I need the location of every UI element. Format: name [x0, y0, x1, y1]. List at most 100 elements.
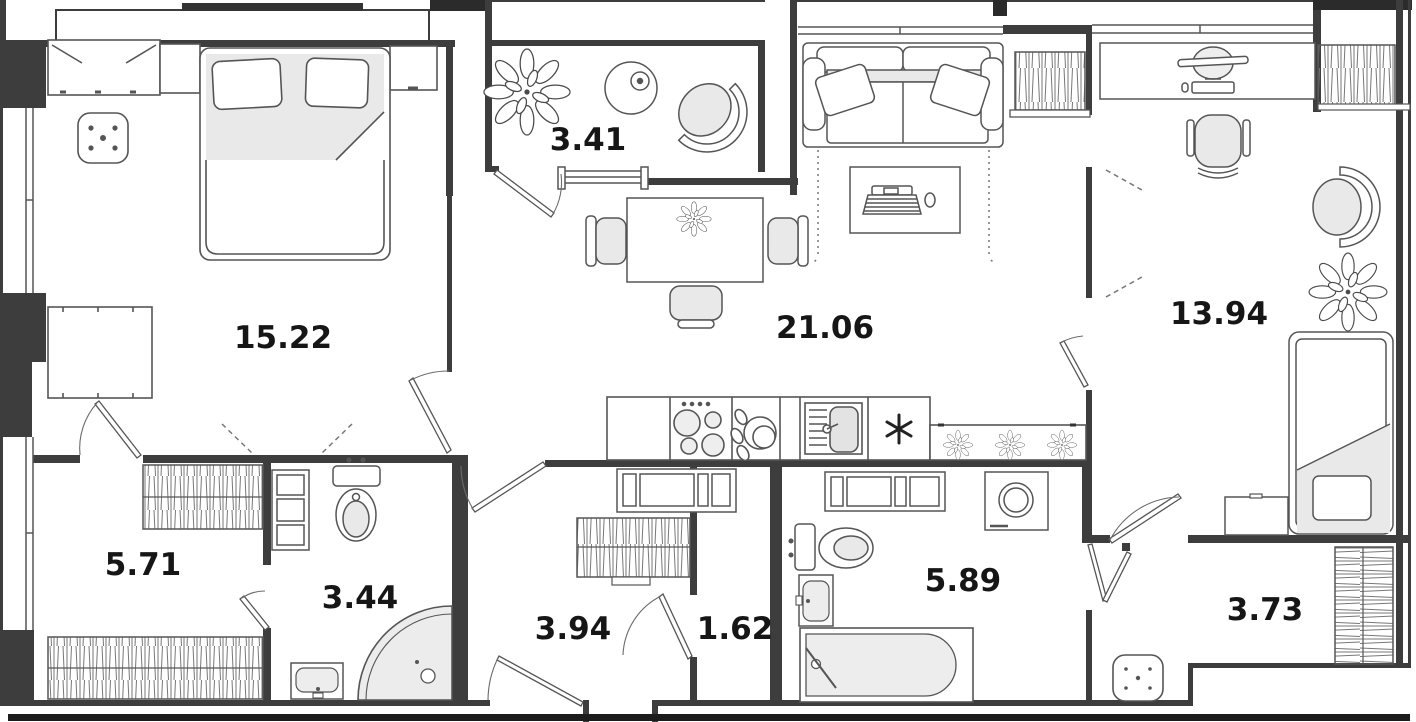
dining-set [585, 197, 809, 329]
wall [485, 166, 499, 172]
wall [1092, 535, 1110, 543]
flower-icon [995, 430, 1025, 460]
wall [790, 0, 1410, 2]
room-label-dressing: 5.71 [105, 547, 182, 583]
ledge-line [55, 9, 57, 40]
wall [0, 630, 34, 706]
wall [1396, 0, 1403, 668]
wall [13, 40, 455, 47]
room-bathroom-small [271, 457, 453, 701]
mouse-icon [924, 192, 936, 208]
laptop-icon [862, 185, 922, 215]
pillow [211, 57, 283, 111]
ledge-line [428, 9, 430, 40]
wall [263, 628, 271, 706]
wall [3, 700, 490, 706]
shelf-unit [271, 469, 310, 551]
bath-cabinet [824, 471, 946, 512]
room-labels: 15.22 3.41 21.06 13.94 5.71 3.44 3.94 1.… [105, 122, 1304, 647]
door-entrance [496, 655, 584, 707]
wall [1313, 0, 1412, 10]
toilet-icon [788, 523, 874, 571]
wall [430, 0, 488, 11]
sofa-bed-extension [811, 150, 996, 265]
wall [1188, 663, 1193, 706]
armchair [1312, 166, 1381, 248]
door-jamb [1122, 543, 1130, 551]
wall [780, 460, 1086, 467]
nightstand [1224, 493, 1289, 536]
wall [1188, 663, 1410, 668]
armchair [658, 63, 765, 170]
wall [485, 40, 765, 46]
nightstand [159, 43, 201, 94]
room-right [1099, 42, 1411, 536]
wardrobe-rack [576, 517, 691, 586]
wall [143, 455, 455, 463]
room-label-hallway: 3.94 [535, 611, 612, 647]
wall [993, 0, 1007, 16]
wall [1188, 535, 1410, 543]
room-hallway [576, 468, 737, 586]
wall [1086, 390, 1092, 543]
dining-chair [767, 215, 809, 267]
dish-rack-icon [730, 408, 777, 462]
wall [643, 178, 798, 185]
wardrobe-rack [1334, 546, 1394, 665]
wall [446, 40, 453, 196]
kitchen-ledge [929, 423, 1087, 461]
wall [447, 196, 452, 372]
room-bedroom [47, 39, 438, 399]
single-bed [1288, 331, 1394, 535]
door-bedroom-dressing [94, 400, 142, 459]
plant-icon [676, 201, 712, 237]
wardrobe-living [1009, 51, 1091, 118]
wall [485, 0, 492, 172]
wall [0, 293, 46, 362]
window-living-top [798, 26, 1003, 35]
room-label-bedroom: 15.22 [234, 320, 332, 356]
doors [79, 169, 1182, 707]
wall [583, 700, 589, 722]
wall [652, 700, 658, 722]
sink-icon [804, 402, 863, 455]
pouf [1112, 654, 1164, 702]
pillow [1312, 475, 1372, 521]
toilet-icon [332, 457, 381, 542]
wardrobe-room-right [1317, 44, 1411, 111]
wall [0, 40, 46, 108]
wall [770, 467, 782, 706]
wall [1086, 610, 1092, 706]
stove-icon [673, 401, 725, 457]
wall [488, 0, 765, 2]
door-balcony-bottom [1102, 551, 1132, 603]
room-dressing [47, 464, 264, 700]
wall [263, 463, 271, 565]
dining-chair [585, 215, 627, 267]
pouf [77, 112, 129, 164]
round-table [604, 61, 658, 115]
coffee-table [849, 166, 961, 234]
pillow [814, 63, 876, 117]
mouse-icon [1181, 82, 1189, 93]
nightstand [389, 45, 438, 91]
door-storage [658, 593, 693, 660]
pillow [929, 63, 991, 117]
corner-shower [357, 605, 453, 701]
desk [1099, 42, 1316, 100]
hall-cabinet [616, 468, 737, 513]
door-dressing-bath [239, 595, 270, 631]
door-hallway [471, 461, 547, 513]
wall [182, 3, 363, 11]
fridge-icon [885, 413, 913, 445]
washbasin-icon [795, 574, 834, 627]
window-balcony-sill [557, 166, 649, 190]
closet-bottom-left [47, 306, 153, 399]
kitchen-counter [606, 396, 931, 462]
door-balcony-top [493, 169, 555, 218]
pillow [304, 57, 370, 109]
room-bathroom-large [788, 471, 1049, 703]
closet-top-left [47, 39, 161, 96]
